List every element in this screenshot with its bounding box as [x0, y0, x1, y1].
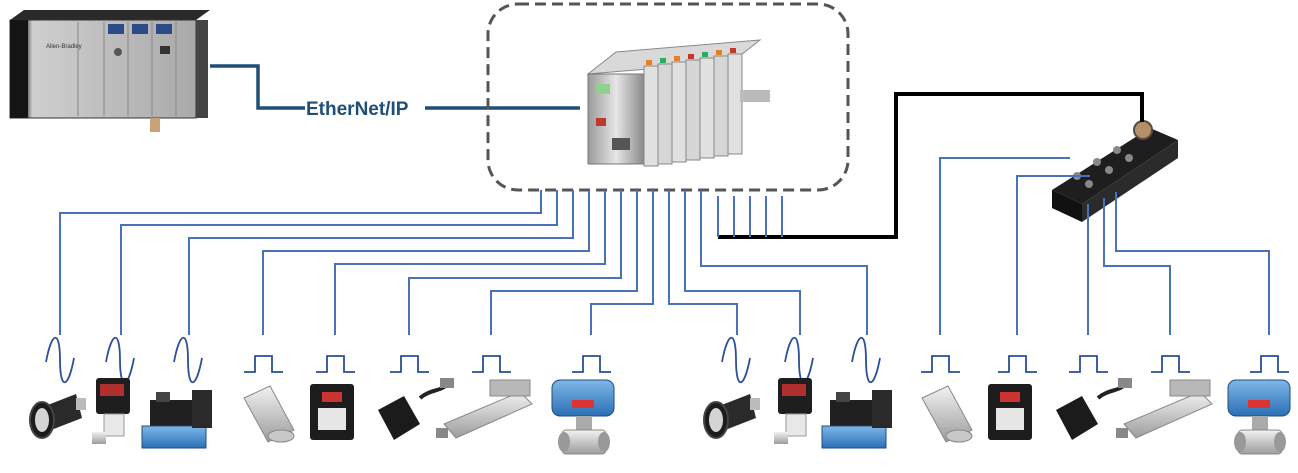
io-modules — [643, 48, 743, 167]
analog-signal-icon — [45, 337, 75, 383]
actuated-ball-valve-icon — [551, 379, 615, 455]
analog-signal-icon — [721, 337, 751, 383]
digital-signal-icon — [572, 355, 611, 373]
proportional-valve-icon — [141, 390, 212, 449]
pressure-sensor-icon — [774, 378, 812, 444]
io-hub — [1052, 120, 1178, 222]
electric-cylinder-icon — [436, 379, 533, 439]
digital-signal-icon — [390, 355, 429, 373]
pressure-sensor-icon — [92, 378, 130, 444]
electric-cylinder-icon — [1116, 379, 1213, 439]
ultrasonic-sensor-icon — [29, 394, 86, 439]
signal-wires-hub — [939, 157, 1270, 335]
signal-wires-right — [668, 190, 868, 335]
optical-sensor-icon — [310, 384, 354, 440]
io-coupler — [586, 39, 770, 167]
digital-signal-icon — [1151, 355, 1190, 373]
analog-signal-icon — [851, 337, 881, 383]
analog-signal-icon — [784, 337, 814, 383]
digital-signal-icon — [1069, 355, 1108, 373]
digital-signal-icon — [316, 355, 355, 373]
signal-symbols — [45, 337, 1289, 383]
analog-signal-icon — [173, 337, 203, 383]
digital-signal-icon — [472, 355, 511, 373]
plc-rack: Allen-Bradley — [9, 10, 210, 132]
digital-signal-icon — [998, 355, 1037, 373]
digital-signal-icon — [1250, 355, 1289, 373]
ultrasonic-sensor-icon — [703, 394, 760, 439]
proportional-valve-icon — [821, 390, 892, 449]
analog-signal-icon — [105, 337, 135, 383]
ethernet-cable — [210, 64, 305, 110]
fork-sensor-icon — [1056, 378, 1132, 440]
inductive-sensor-icon — [921, 385, 973, 443]
fork-sensor-icon — [378, 378, 454, 440]
inductive-sensor-icon — [243, 385, 295, 443]
ethernet-ip-label: EtherNet/IP — [306, 99, 409, 120]
sub-bus-cable — [718, 92, 1144, 239]
digital-signal-icon — [244, 355, 283, 373]
actuated-ball-valve-icon — [1227, 379, 1291, 455]
digital-signal-icon — [921, 355, 960, 373]
plc-brand-label: Allen-Bradley — [46, 44, 82, 50]
optical-sensor-icon — [988, 384, 1032, 440]
signal-wires-left — [59, 190, 654, 335]
